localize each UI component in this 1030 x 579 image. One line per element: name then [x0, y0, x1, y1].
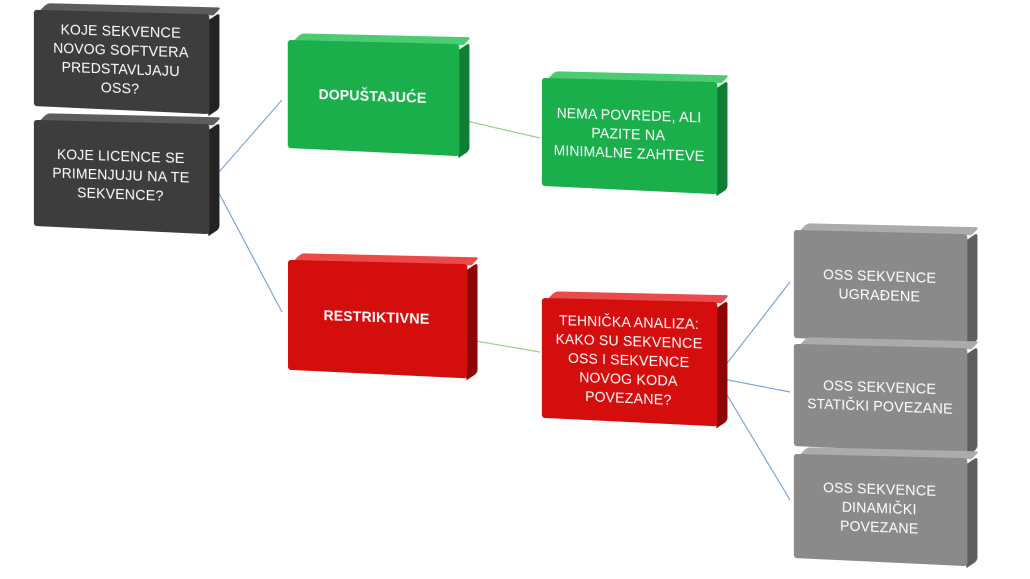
connector-analysis-embedded: [717, 281, 791, 376]
node-embedded-label: OSS SEKVENCE UGRAĐENE: [793, 229, 968, 347]
node-no-violation-label: NEMA POVREDE, ALI PAZITE NA MINIMALNE ZA…: [541, 77, 718, 195]
node-dynamic-linked-label: OSS SEKVENCE DINAMIČKI POVEZANE: [793, 453, 968, 567]
node-question-licenses: KOJE LICENCE SE PRIMENJUJU NA TE SEKVENC…: [33, 113, 222, 237]
connector-permissive-noviolation: [461, 119, 541, 139]
node-permissive-label: DOPUŠTAJUĆE: [287, 39, 460, 157]
node-permissive: DOPUŠTAJUĆE: [287, 33, 472, 159]
node-restrictive: RESTRIKTIVNE: [288, 253, 480, 381]
connector-restrictive-analysis: [469, 339, 541, 353]
node-question-licenses-label: KOJE LICENCE SE PRIMENJUJU NA TE SEKVENC…: [33, 119, 210, 235]
node-question-sequences: KOJE SEKVENCE NOVOG SOFTVERA PREDSTAVLJA…: [33, 3, 222, 117]
node-embedded: OSS SEKVENCE UGRAĐENE: [793, 223, 980, 349]
node-dynamic-linked: OSS SEKVENCE DINAMIČKI POVEZANE: [793, 447, 980, 569]
connector-licenses-permissive: [211, 99, 283, 181]
connector-licenses-restrictive: [211, 179, 283, 313]
node-technical-analysis-label: TEHNIČKA ANALIZA: KAKO SU SEKVENCE OSS I…: [541, 298, 718, 427]
connector-analysis-static: [717, 377, 791, 393]
connector-analysis-dynamic: [717, 379, 791, 501]
node-static-linked-label: OSS SEKVENCE STATIČKI POVEZANE: [793, 343, 968, 455]
node-static-linked: OSS SEKVENCE STATIČKI POVEZANE: [793, 337, 980, 457]
node-no-violation: NEMA POVREDE, ALI PAZITE NA MINIMALNE ZA…: [541, 71, 730, 197]
node-restrictive-label: RESTRIKTIVNE: [288, 259, 468, 379]
node-question-sequences-label: KOJE SEKVENCE NOVOG SOFTVERA PREDSTAVLJA…: [33, 9, 210, 115]
node-technical-analysis: TEHNIČKA ANALIZA: KAKO SU SEKVENCE OSS I…: [541, 291, 730, 429]
